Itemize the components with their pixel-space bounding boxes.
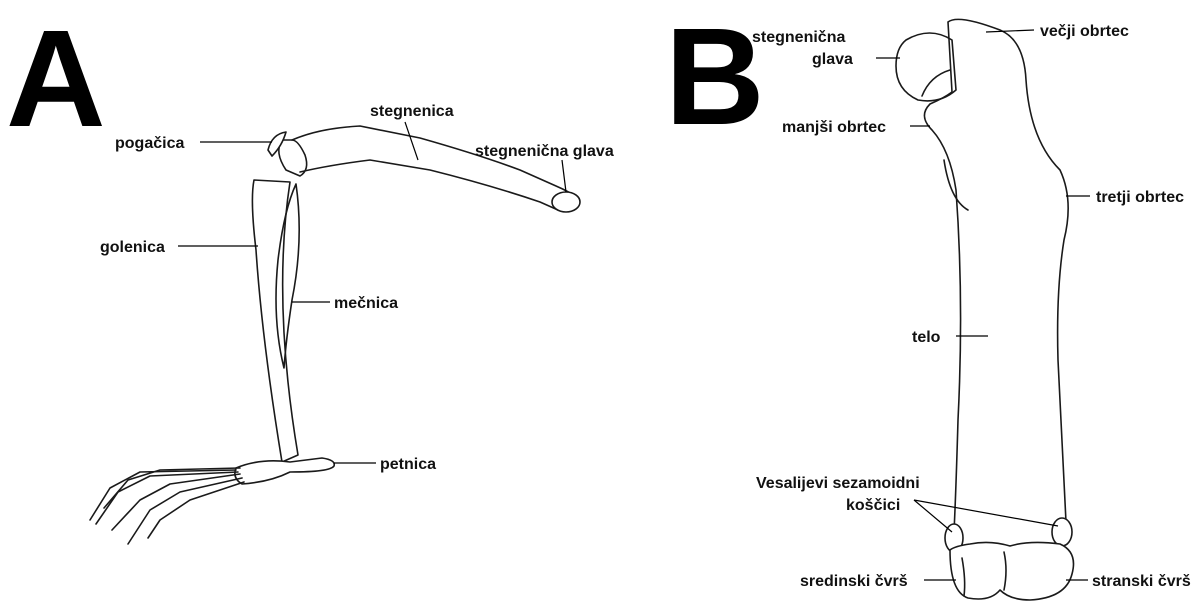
knee-joint bbox=[279, 140, 307, 176]
leader-sesamoid-medial bbox=[914, 500, 952, 532]
leader-greater-trochanter bbox=[986, 30, 1034, 32]
calcaneus-bone bbox=[235, 458, 334, 484]
label-tibia: golenica bbox=[100, 239, 165, 256]
label-femoral-head-b-1: stegnenična bbox=[752, 29, 845, 46]
panel-a-letter: A bbox=[6, 2, 106, 156]
panel-b-letter: B bbox=[665, 0, 765, 154]
leader-sesamoid-lateral bbox=[914, 500, 1058, 526]
label-femoral-head-b-2: glava bbox=[812, 51, 853, 68]
hindlimb-drawing bbox=[90, 126, 580, 544]
label-femur: stegnenica bbox=[370, 103, 454, 120]
leader-femur bbox=[405, 122, 418, 160]
femur-bone bbox=[292, 126, 578, 210]
label-body: telo bbox=[912, 329, 941, 346]
label-calcaneus: petnica bbox=[380, 456, 436, 473]
condyles-b bbox=[950, 542, 1074, 600]
label-third-trochanter: tretji obrtec bbox=[1096, 189, 1184, 206]
label-greater-trochanter: večji obrtec bbox=[1040, 23, 1129, 40]
label-femoral-head: stegnenična glava bbox=[475, 143, 614, 160]
panel-b: B stegnenična glava večji obr bbox=[665, 0, 1191, 600]
label-fibula: mečnica bbox=[334, 295, 398, 312]
tibia-bone bbox=[252, 180, 298, 462]
sesamoid-lateral bbox=[1052, 518, 1072, 546]
femoral-head-bone bbox=[552, 192, 580, 212]
label-patella: pogačica bbox=[115, 135, 184, 152]
patella-bone bbox=[268, 132, 286, 156]
label-lesser-trochanter: manjši obrtec bbox=[782, 119, 886, 136]
label-lateral-condyle: stranski čvrš bbox=[1092, 573, 1191, 590]
label-sesamoid-2: koščici bbox=[846, 497, 900, 514]
foot-digits bbox=[90, 468, 244, 544]
fibula-bone bbox=[276, 184, 299, 368]
leader-femoral-head bbox=[562, 160, 566, 192]
label-medial-condyle: sredinski čvrš bbox=[800, 573, 908, 590]
panel-a: A bbox=[6, 2, 614, 544]
femoral-head-b bbox=[896, 33, 956, 101]
femur-shaft-b bbox=[924, 19, 1068, 532]
label-sesamoid-1: Vesalijevi sezamoidni bbox=[756, 475, 920, 492]
